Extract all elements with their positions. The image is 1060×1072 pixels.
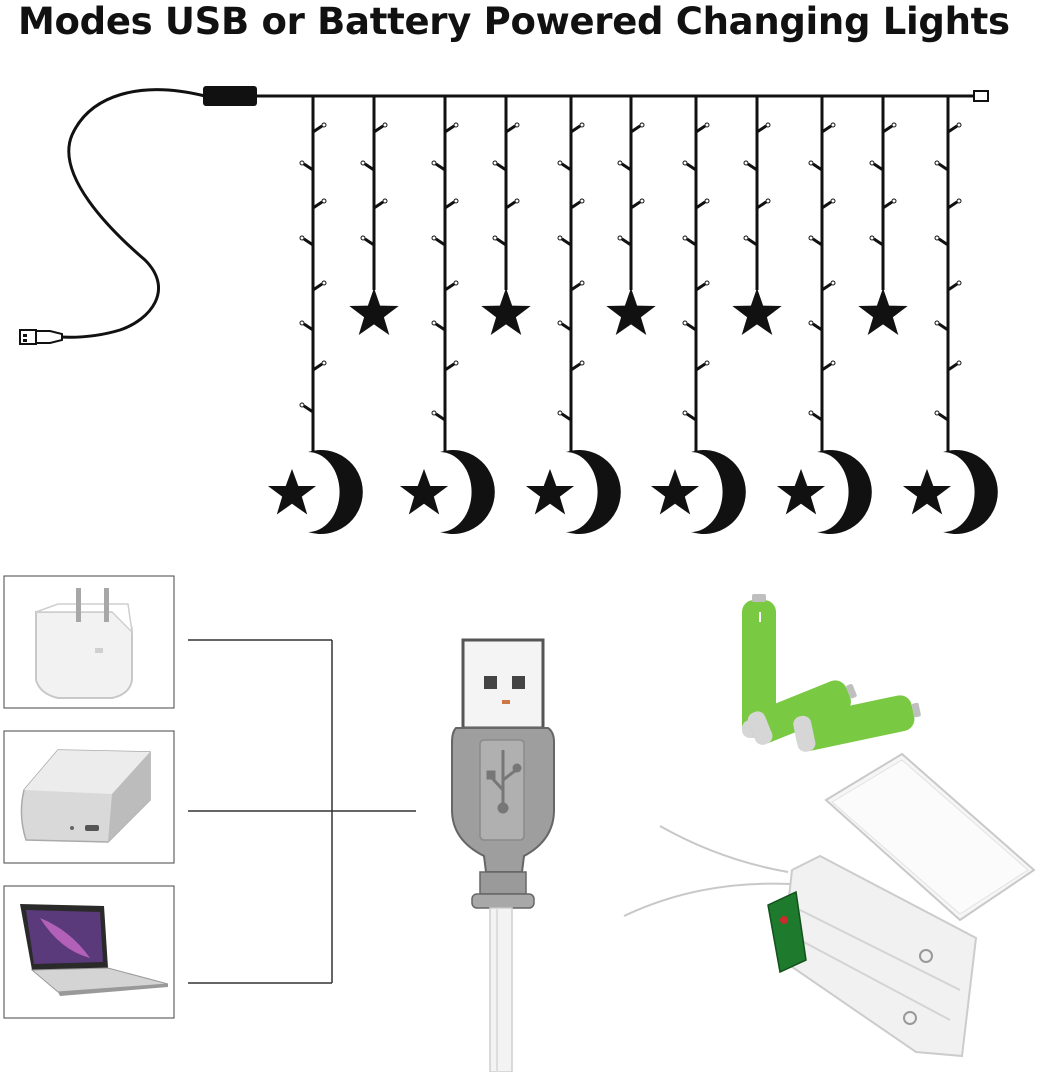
- moon-star-pendants: [262, 450, 998, 534]
- moon-star-icon: [645, 450, 746, 534]
- laptop-icon: [20, 904, 169, 996]
- usb-symbol-icon: [486, 750, 522, 814]
- star-pendants: [349, 288, 908, 335]
- battery-icon: [793, 695, 921, 752]
- star-icon: [481, 288, 531, 335]
- moon-star-icon: [771, 450, 872, 534]
- battery-box-icon: [623, 752, 1036, 1058]
- moon-star-icon: [262, 450, 363, 534]
- usb-cable: [19, 88, 206, 345]
- star-icon: [858, 288, 908, 335]
- star-icon: [606, 288, 656, 335]
- short-strands: [372, 96, 885, 290]
- moon-star-icon: [520, 450, 621, 534]
- power-bank-icon: [20, 749, 151, 843]
- star-icon: [349, 288, 399, 335]
- battery-icon-group: [742, 594, 921, 752]
- usb-plug: [451, 638, 555, 1072]
- long-strands: [311, 96, 950, 452]
- moon-star-icon: [897, 450, 998, 534]
- controller-box: [203, 86, 257, 106]
- connector-lines: [188, 639, 416, 984]
- page-title: Modes USB or Battery Powered Changing Li…: [18, 0, 1010, 43]
- wall-plug-adapter-icon: [35, 588, 134, 699]
- battery-icon: [747, 680, 857, 745]
- star-icon: [732, 288, 782, 335]
- moon-star-icon: [394, 450, 495, 534]
